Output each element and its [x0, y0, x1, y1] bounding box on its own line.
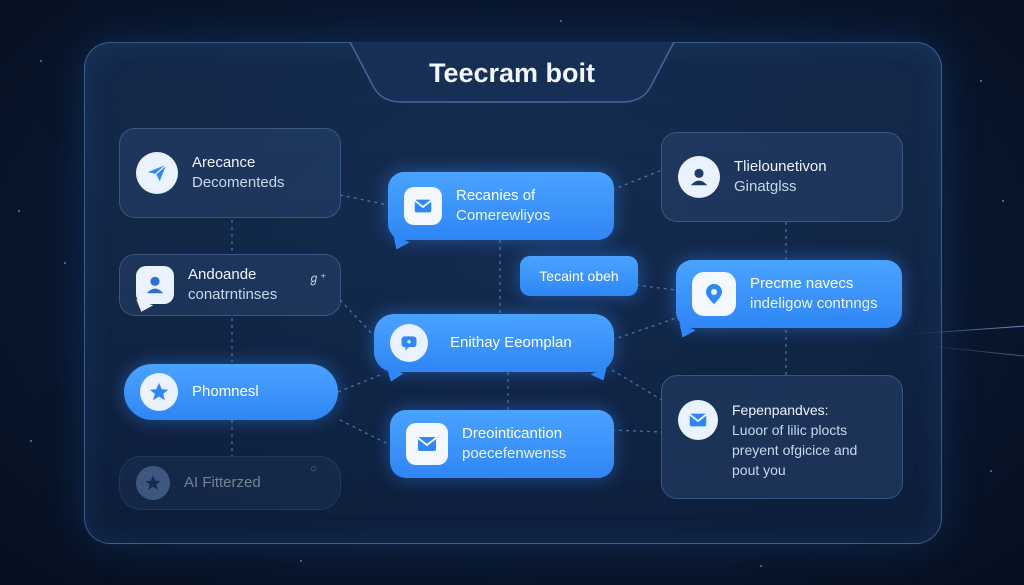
- node-subtitle: Decomenteds: [192, 174, 285, 191]
- node-title: Recanies of: [456, 187, 536, 204]
- node-title: Tecaint obeh: [539, 268, 619, 284]
- page-title: Teecram boit: [428, 58, 596, 88]
- node-extra-mark: ℊ⁺: [308, 271, 327, 285]
- location-icon: [692, 272, 736, 316]
- node-title: Fepenpandves:: [732, 402, 829, 418]
- node-tlielounetivon[interactable]: Tlielounetivon Ginatglss: [661, 132, 903, 222]
- node-fepenpandves[interactable]: Fepenpandves: Luoor of lilic plocts prey…: [661, 375, 903, 499]
- node-subtitle: indeligow contnngs: [750, 295, 878, 312]
- mail-icon: [406, 423, 448, 465]
- node-enithay[interactable]: Enithay Eeomplan: [374, 314, 614, 385]
- search-icon: ○: [310, 463, 317, 475]
- node-subtitle: Comerewliyos: [456, 207, 551, 224]
- node-title: Andoande: [188, 266, 257, 283]
- star-icon: [140, 373, 178, 411]
- node-title: Enithay Eeomplan: [450, 334, 572, 351]
- node-title: Dreointicantion: [462, 425, 563, 442]
- node-arecance[interactable]: Arecance Decomenteds: [119, 128, 341, 218]
- node-precme[interactable]: Precme navecs indeligow contnngs: [674, 260, 902, 342]
- user-icon: [132, 266, 174, 315]
- node-text-line: Luoor of lilic plocts: [732, 422, 848, 438]
- title-tab: [350, 42, 674, 103]
- node-title: Arecance: [192, 154, 256, 171]
- mail-icon: [404, 187, 442, 225]
- node-text-line: preyent ofgicice and: [732, 442, 858, 458]
- node-subtitle: Ginatglss: [734, 178, 797, 195]
- mail-icon: [678, 400, 718, 440]
- node-phomnesl[interactable]: Phomnesl: [124, 364, 338, 420]
- node-title: AI Fitterzed: [184, 474, 261, 491]
- node-ai-fitterzed[interactable]: AI Fitterzed ○: [119, 456, 341, 510]
- node-tecaint[interactable]: Tecaint obeh: [520, 256, 638, 296]
- node-subtitle: conatrntinses: [188, 286, 278, 303]
- node-title: Phomnesl: [192, 383, 259, 400]
- node-subtitle: poecefenwenss: [462, 445, 567, 462]
- node-text-line: pout you: [732, 462, 786, 478]
- star-icon: [136, 466, 170, 500]
- send-icon: [136, 152, 178, 194]
- node-recanies[interactable]: Recanies of Comerewliyos: [388, 172, 614, 254]
- user-icon: [678, 156, 720, 198]
- node-title: Tlielounetivon: [734, 158, 827, 175]
- node-andoande[interactable]: Andoande conatrntinses ℊ⁺: [119, 254, 341, 316]
- node-title: Precme navecs: [750, 275, 854, 292]
- node-dreointicantion[interactable]: Dreointicantion poecefenwenss: [390, 410, 614, 478]
- chat-icon: [390, 324, 428, 362]
